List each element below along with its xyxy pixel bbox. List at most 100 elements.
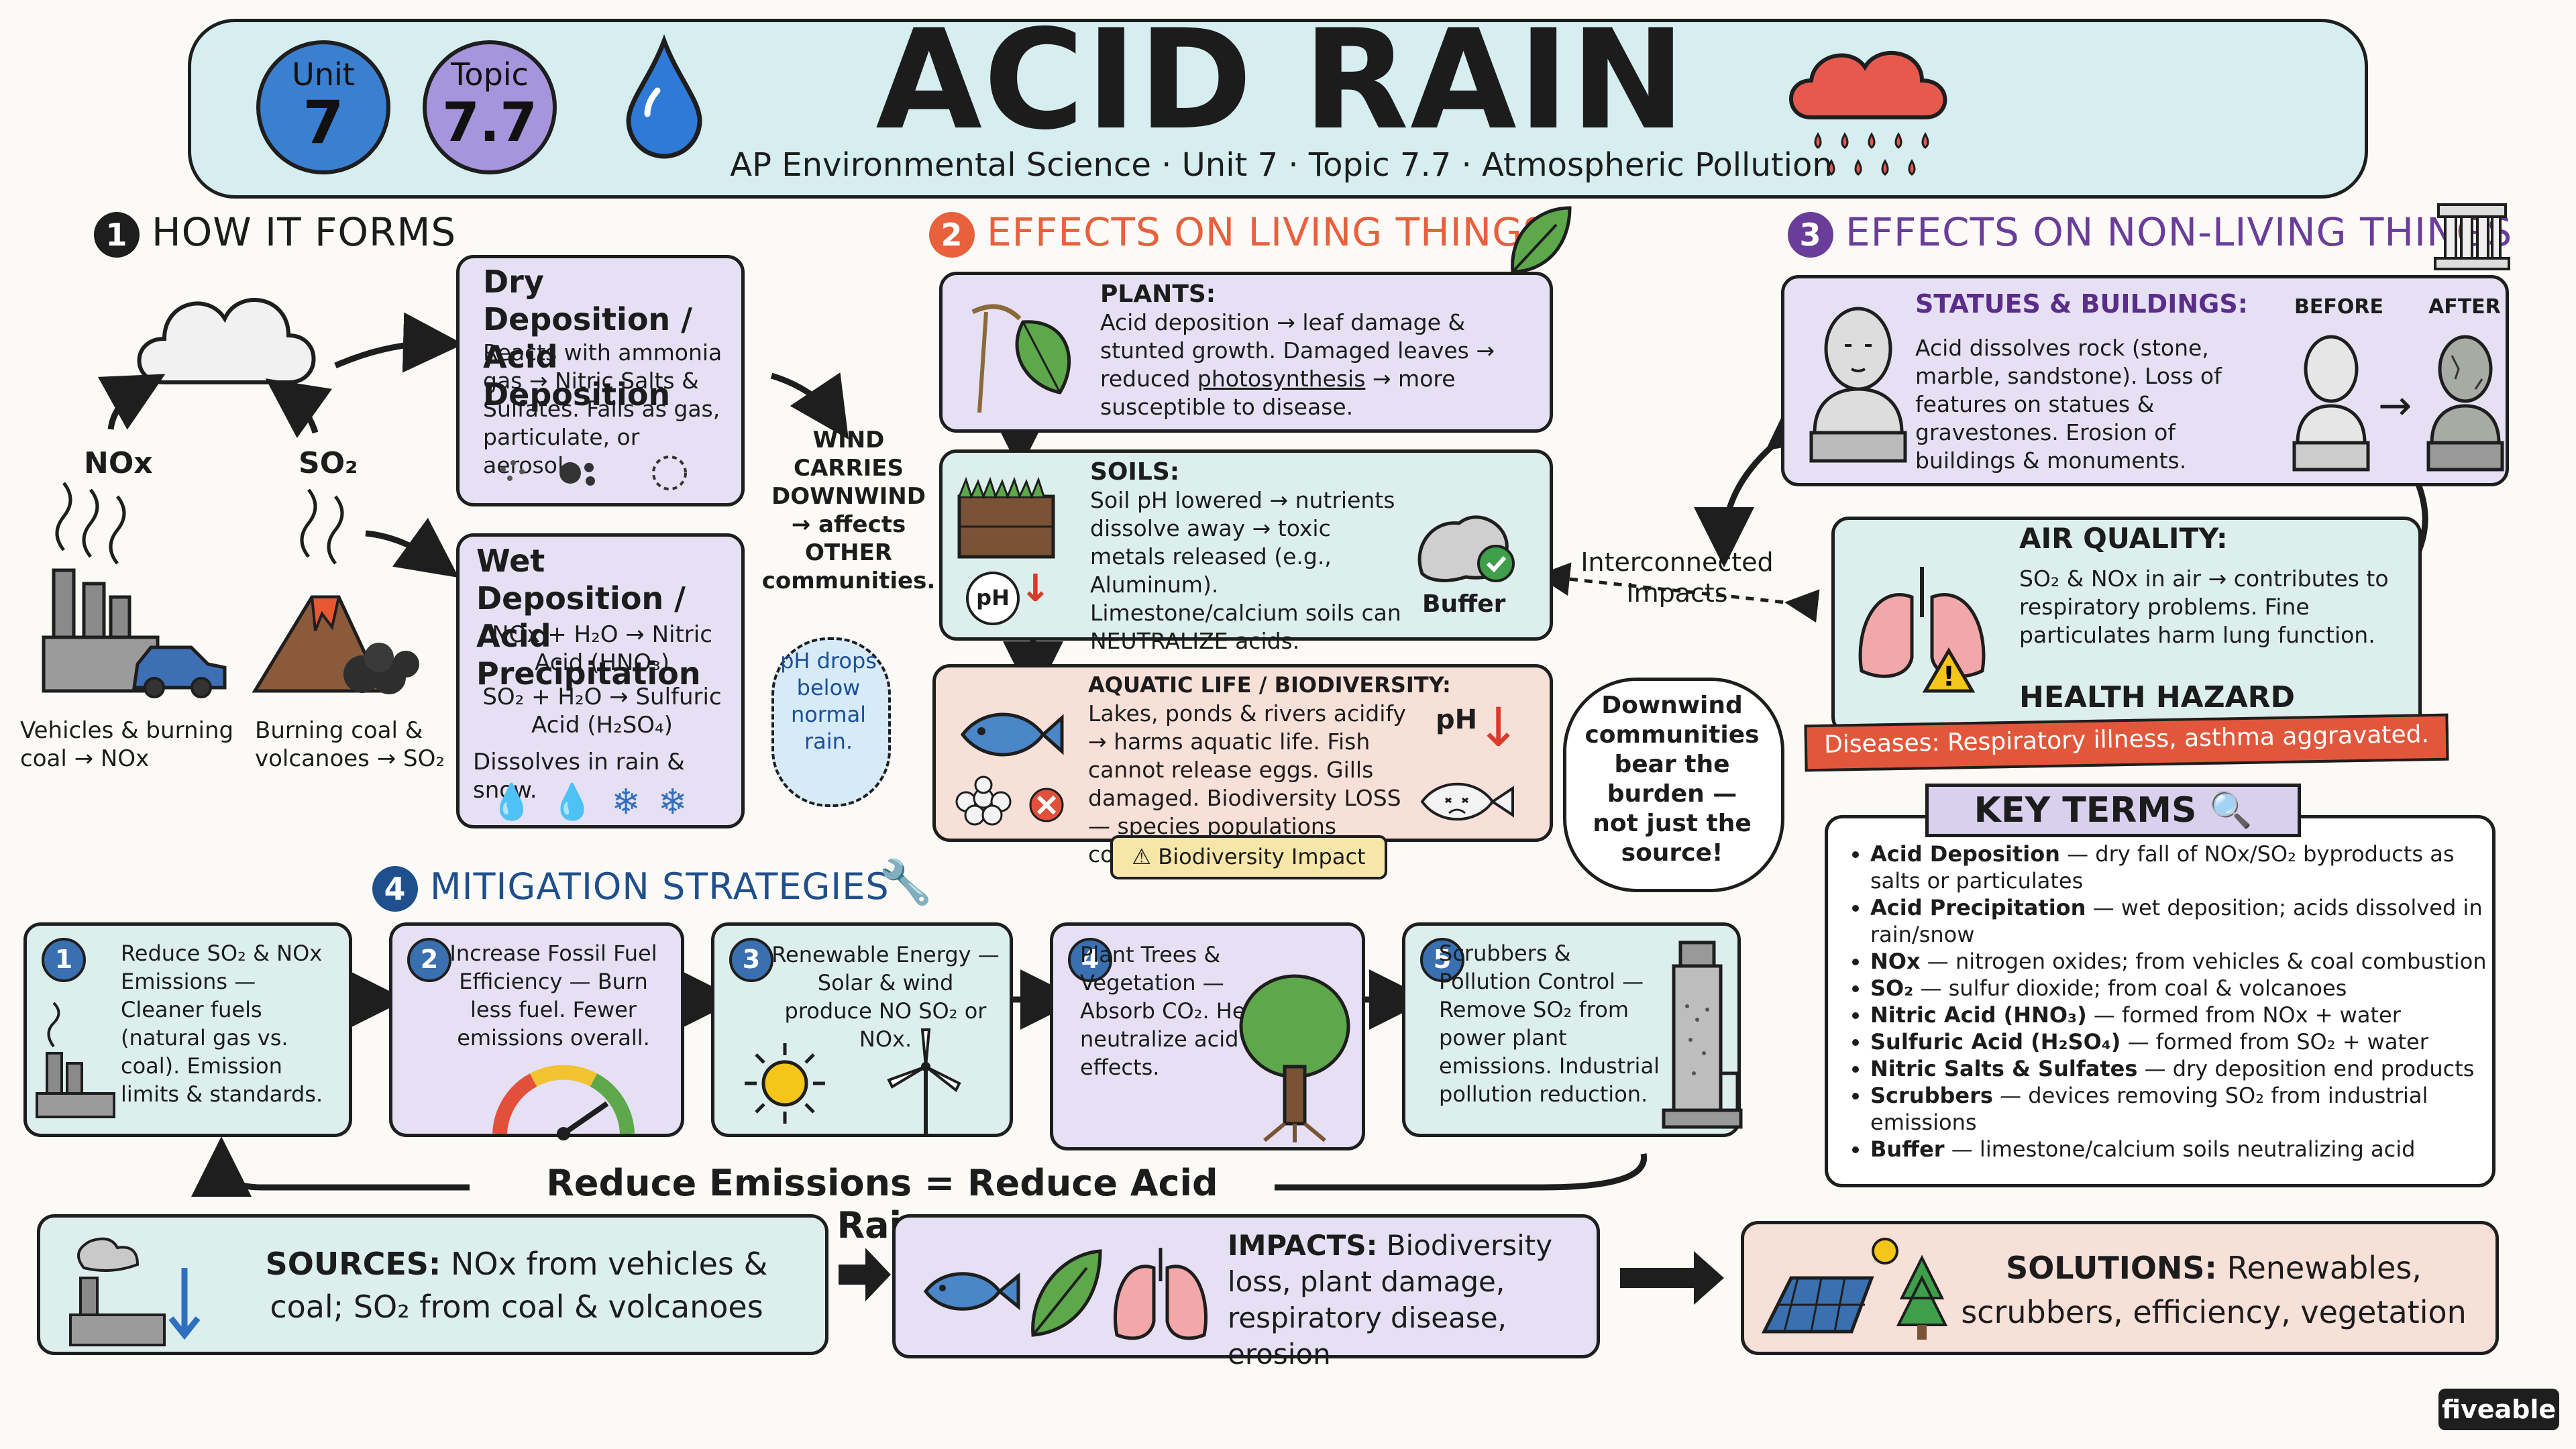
air-quality-card xyxy=(1831,517,2422,735)
volcano-icon xyxy=(252,488,419,694)
strategy-text: Reduce SO₂ & NOx Emissions — Cleaner fue… xyxy=(121,941,323,1107)
solutions-label: SOLUTIONS: xyxy=(2006,1250,2217,1286)
brand-logo[interactable]: fiveable xyxy=(2438,1389,2559,1430)
sources-card xyxy=(37,1214,828,1355)
volcano-caption: Burning coal & volcanoes → SO₂ xyxy=(255,717,445,772)
sources-text: SOURCES: NOx from vehicles & coal; SO₂ f… xyxy=(228,1242,805,1328)
column-icon xyxy=(2434,203,2510,270)
leaf-icon xyxy=(1511,206,1572,274)
section3-number: 3 xyxy=(1788,211,1833,258)
nox-label: NOx xyxy=(84,446,153,480)
downwind-bubble xyxy=(1563,678,1784,892)
water-drop-icon xyxy=(626,34,702,159)
arrow-right-icon xyxy=(839,1248,891,1301)
key-term: NOx — nitrogen oxides; from vehicles & c… xyxy=(1870,948,2508,975)
wind-turbine-icon xyxy=(887,1028,961,1134)
term-name: Sulfuric Acid (H₂SO₄) xyxy=(1870,1029,2121,1055)
strategy-number: 5 xyxy=(1420,938,1464,982)
key-terms-title-banner: KEY TERMS 🔍 xyxy=(1925,784,2301,837)
sources-label: SOURCES: xyxy=(265,1246,441,1282)
dry-deposition-card xyxy=(456,255,745,506)
plants-title: PLANTS: xyxy=(1100,280,1216,308)
term-name: Buffer xyxy=(1870,1136,1945,1162)
factory-icon xyxy=(36,1002,115,1118)
impacts-text: IMPACTS: Biodiversity loss, plant damage… xyxy=(1228,1228,1590,1373)
scrubber-icon xyxy=(1662,941,1743,1129)
air-quality-text: SO₂ & NOx in air → contributes to respir… xyxy=(2019,566,2389,648)
term-name: NOx xyxy=(1870,949,1921,974)
term-def: — limestone/calcium soils neutralizing a… xyxy=(1944,1136,2416,1162)
section1-number: 1 xyxy=(94,211,140,258)
statue-bust-icon xyxy=(1809,307,1907,463)
wet-equation-2: SO₂ + H₂O → Sulfuric Acid (H₂SO₄) xyxy=(482,684,722,739)
impacts-icons xyxy=(923,1248,1208,1340)
raindrop-snowflake-icons: 💧💧❄❄ xyxy=(490,782,705,822)
biodiversity-badge-label: Biodiversity Impact xyxy=(1158,844,1366,869)
key-terms-list: Acid Deposition — dry fall of NOx/SO₂ by… xyxy=(1845,841,2508,1163)
air-quality-title: AIR QUALITY: xyxy=(2019,522,2228,555)
key-term: Buffer — limestone/calcium soils neutral… xyxy=(1870,1136,2508,1163)
so2-label: SO₂ xyxy=(299,446,358,480)
strategy-number: 3 xyxy=(729,938,773,982)
impacts-label: IMPACTS: xyxy=(1228,1229,1378,1262)
dry-deposition-title: Dry Deposition / Acid Deposition xyxy=(483,264,692,413)
key-term: Acid Precipitation — wet deposition; aci… xyxy=(1870,894,2508,948)
term-name: Nitric Salts & Sulfates xyxy=(1870,1056,2138,1081)
photosynthesis-link[interactable]: photosynthesis xyxy=(1197,366,1366,392)
limestone-rock-icon xyxy=(1417,515,1515,582)
section2-title: EFFECTS ON LIVING THINGS xyxy=(987,209,1548,255)
term-name: SO₂ xyxy=(1870,975,1914,1001)
summary-arrow-2 xyxy=(1620,1248,1727,1308)
wrench-icon: 🔧 xyxy=(879,858,932,908)
unit-number: 7 xyxy=(303,88,344,157)
term-def: — formed from NOx + water xyxy=(2086,1002,2401,1028)
strategy-text: Increase Fossil Fuel Efficiency — Burn l… xyxy=(449,941,657,1051)
plants-text: Acid deposition → leaf damage & stunted … xyxy=(1100,309,1543,421)
cloud-icon xyxy=(137,298,316,384)
wet-note: Dissolves in rain & snow. xyxy=(473,749,685,804)
sun-icon xyxy=(745,1043,825,1124)
soil-ph-indicator: pH xyxy=(966,572,1020,625)
solutions-text: SOLUTIONS: Renewables, scrubbers, effici… xyxy=(1945,1246,2482,1334)
statues-text: Acid dissolves rock (stone, marble, sand… xyxy=(1915,335,2222,474)
term-def: — wet deposition; acids dissolved in rai… xyxy=(1870,895,2483,947)
plants-text-pre: Acid deposition → leaf damage & stunted … xyxy=(1100,309,1495,392)
strategy-card-5: 5 Scrubbers & Pollution Control — Remove… xyxy=(1402,922,1743,1137)
magnifier-icon: 🔍 xyxy=(2196,790,2253,830)
before-after-arrow-icon: → xyxy=(2378,382,2412,429)
statues-title: STATUES & BUILDINGS: xyxy=(1915,289,2248,319)
svg-text:!: ! xyxy=(1943,661,1955,692)
section4-number: 4 xyxy=(372,866,418,912)
fish-icon xyxy=(960,712,1064,757)
ph-drop-note: pH drops below normal rain. xyxy=(780,648,877,754)
plants-text-post: → more susceptible to disease. xyxy=(1100,366,1456,420)
factory-car-icon xyxy=(42,482,227,698)
lungs-icon: ! xyxy=(1858,567,1986,693)
topic-badge: Topic 7.7 xyxy=(423,40,557,174)
term-name: Scrubbers xyxy=(1870,1083,1993,1108)
term-def: — nitrogen oxides; from vehicles & coal … xyxy=(1920,949,2487,974)
impacts-body: Biodiversity loss, plant damage, respira… xyxy=(1228,1229,1553,1371)
strategy-text: Scrubbers & Pollution Control — Remove S… xyxy=(1439,941,1660,1107)
term-name: Nitric Acid (HNO₃) xyxy=(1870,1002,2087,1028)
damaged-plant-icon xyxy=(971,304,1071,413)
soils-title: SOILS: xyxy=(1090,458,1180,486)
statues-card xyxy=(1781,275,2509,486)
tree-icon xyxy=(1239,974,1350,1142)
unit-label: Unit xyxy=(292,56,355,93)
wind-note: WIND CARRIES DOWNWIND → affects OTHER co… xyxy=(761,427,936,594)
soil-ph-label: pH xyxy=(976,585,1010,610)
summary-arrow-1 xyxy=(839,1244,892,1305)
key-term: Sulfuric Acid (H₂SO₄) — formed from SO₂ … xyxy=(1870,1028,2508,1055)
solar-tree-icon xyxy=(1761,1238,1948,1340)
key-term: SO₂ — sulfur dioxide; from coal & volcan… xyxy=(1870,975,2508,1002)
buffer-label: Buffer xyxy=(1422,590,1506,618)
topic-number: 7.7 xyxy=(442,91,537,154)
topic-label: Topic xyxy=(451,56,529,93)
term-def: — formed from SO₂ + water xyxy=(2121,1029,2428,1055)
downwind-text: Downwind communities bear the burden — n… xyxy=(1585,692,1760,867)
